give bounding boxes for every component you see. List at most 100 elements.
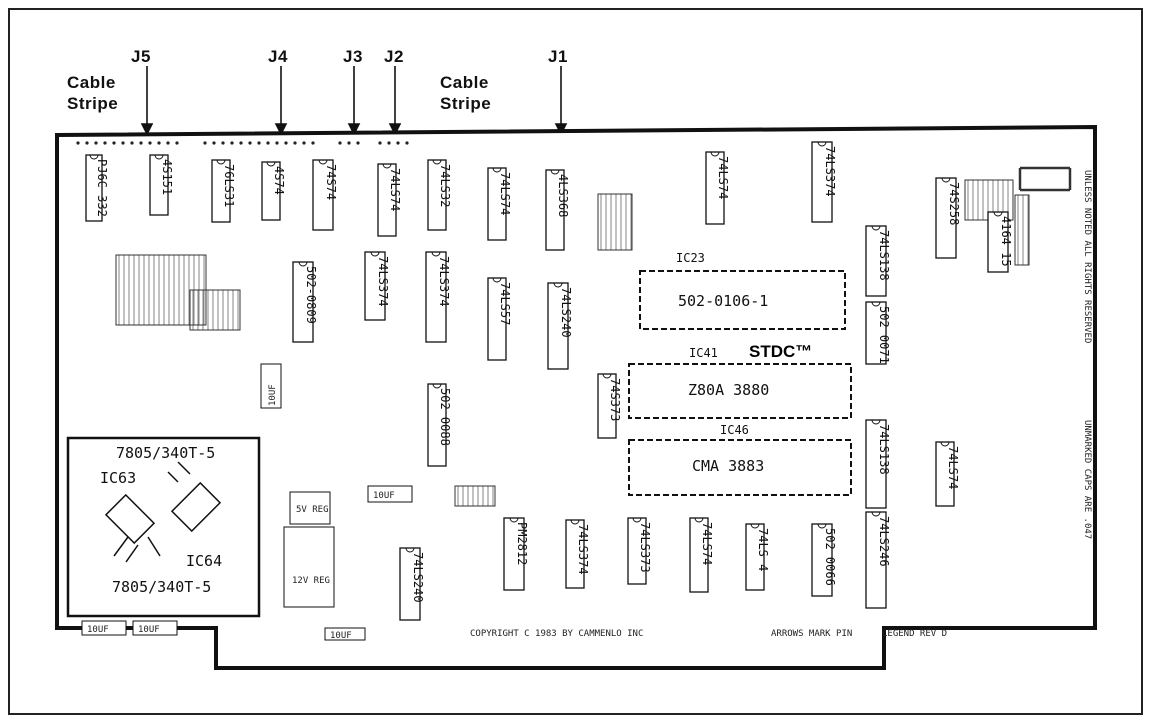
svg-text:4LS368: 4LS368: [556, 174, 570, 217]
svg-text:10UF: 10UF: [87, 625, 109, 635]
svg-text:74LS74: 74LS74: [388, 168, 402, 211]
svg-text:502 0088: 502 0088: [438, 388, 452, 446]
svg-text:4164 15: 4164 15: [999, 216, 1013, 267]
rights-note: UNLESS NOTED ALL RIGHTS RESERVED: [1082, 170, 1092, 343]
svg-text:74LS240: 74LS240: [411, 552, 425, 603]
svg-text:502-0809: 502-0809: [304, 266, 318, 324]
svg-text:74LS374: 74LS374: [823, 146, 837, 197]
small-chip: 74LS246: [865, 511, 891, 609]
small-chip: 4S74: [261, 161, 286, 221]
small-chip: 502 0071: [865, 301, 891, 365]
figure-border: [8, 8, 1143, 715]
j5-label: J5: [131, 47, 151, 66]
svg-text:74LS74: 74LS74: [716, 156, 730, 199]
svg-text:74LS246: 74LS246: [877, 516, 891, 567]
small-chip: 74LS373: [627, 517, 652, 585]
small-chip: 74LS240: [399, 547, 425, 621]
brand-label: STDC™: [749, 342, 812, 361]
cable-stripe-left-label: Cable Stripe: [67, 73, 119, 113]
large-chip-ic: IC46: [720, 423, 749, 437]
small-chip: 502-0809: [292, 261, 318, 343]
unmarked-note: UNMARKED CAPS ARE .047: [1082, 420, 1092, 539]
svg-text:74S74: 74S74: [324, 164, 338, 200]
small-chip: 4164 15: [987, 211, 1013, 273]
small-chip: 74LS74: [487, 167, 512, 241]
regulator-symbols: [104, 461, 222, 563]
small-chip: 74LS74: [689, 517, 714, 593]
svg-text:76LS31: 76LS31: [222, 164, 236, 207]
large-chip-ic46: CMA 3883 IC46: [628, 423, 852, 496]
small-chip: 74LS74: [377, 163, 402, 237]
small-chip: 74S258: [935, 177, 961, 259]
svg-text:74LS74: 74LS74: [946, 446, 960, 489]
svg-text:74LS32: 74LS32: [438, 164, 452, 207]
j4-label: J4: [268, 47, 288, 66]
small-chip: 74S373: [597, 373, 622, 439]
small-chip: 74LS32: [427, 159, 452, 231]
svg-text:74S258: 74S258: [947, 182, 961, 225]
large-chip-label: 502-0106-1: [678, 292, 768, 310]
regulator-ic-top: IC63: [100, 469, 136, 487]
small-chip: 74LS240: [547, 282, 573, 370]
regulator-ic-bottom: IC64: [186, 552, 222, 570]
svg-text:74LS74: 74LS74: [498, 172, 512, 215]
svg-text:74S373: 74S373: [608, 378, 622, 421]
svg-text:12V REG: 12V REG: [292, 576, 330, 586]
svg-text:PJ6C 332: PJ6C 332: [95, 159, 109, 217]
svg-text:502 0066: 502 0066: [823, 528, 837, 586]
small-chip: 76LS31: [211, 159, 236, 223]
svg-text:74LS374: 74LS374: [576, 524, 590, 575]
svg-text:74LS74: 74LS74: [700, 522, 714, 565]
small-chip: PJ6C 332: [85, 154, 109, 222]
svg-text:74LS374: 74LS374: [437, 256, 451, 307]
j3-label: J3: [343, 47, 363, 66]
regulator-bottom-label: 7805/340T-5: [112, 578, 211, 596]
regulator-box: 7805/340T-5 IC63 IC64 7805/340T-5: [66, 436, 261, 618]
svg-text:4S151: 4S151: [160, 159, 174, 195]
svg-text:74LS57: 74LS57: [498, 282, 512, 325]
svg-text:10UF: 10UF: [138, 625, 160, 635]
small-chip: 4LS368: [545, 169, 570, 251]
small-chip: 74LS374: [364, 251, 390, 321]
svg-text:74LS138: 74LS138: [877, 230, 891, 281]
small-chip: 74LS138: [865, 225, 891, 297]
svg-text:74LS138: 74LS138: [877, 424, 891, 475]
svg-text:4S74: 4S74: [272, 166, 286, 195]
svg-text:74LS373: 74LS373: [638, 522, 652, 573]
small-chip: 74LS374: [811, 141, 837, 223]
svg-text:502 0071: 502 0071: [877, 306, 891, 364]
small-chip: 74LS 4: [745, 523, 770, 591]
svg-text:PM2812: PM2812: [515, 522, 529, 565]
svg-text:74LS 4: 74LS 4: [756, 528, 770, 571]
svg-text:10UF: 10UF: [330, 631, 352, 641]
large-chip-ic: IC41: [689, 346, 718, 360]
small-chip: 74LS374: [565, 519, 590, 589]
small-chip: PM2812: [503, 517, 529, 591]
arrows-note: ARROWS MARK PIN: [771, 629, 852, 639]
j2-label: J2: [384, 47, 404, 66]
cable-stripe-right-label: Cable Stripe: [440, 73, 492, 113]
legend-rev: LEGEND REV D: [882, 629, 947, 639]
connector-pins: [76, 141, 409, 145]
capacitors: 10UF 10UF 10UF 10UF 10UF: [81, 363, 413, 641]
small-chip: 502 0088: [427, 383, 452, 467]
regulator-top-label: 7805/340T-5: [116, 444, 215, 462]
large-chip-label: CMA 3883: [692, 457, 764, 475]
small-chip: 74LS74: [935, 441, 960, 507]
small-chip: 74LS74: [705, 151, 730, 225]
j1-label: J1: [548, 47, 568, 66]
copyright-note: COPYRIGHT C 1983 BY CAMMENLO INC: [470, 629, 643, 639]
svg-text:74LS240: 74LS240: [559, 287, 573, 338]
large-chip-label: Z80A 3880: [688, 381, 769, 399]
callout-arrows: [140, 66, 568, 136]
small-chip: 74LS57: [487, 277, 512, 361]
small-regulators: 12V REG 5V REG: [283, 491, 335, 608]
svg-text:5V REG: 5V REG: [296, 505, 329, 515]
large-chip-ic23: 502-0106-1 IC23: [639, 251, 846, 330]
svg-text:10UF: 10UF: [373, 491, 395, 501]
small-chip: 4S151: [149, 154, 174, 216]
small-chip: 74LS138: [865, 419, 891, 509]
small-chip: 74S74: [312, 159, 338, 231]
